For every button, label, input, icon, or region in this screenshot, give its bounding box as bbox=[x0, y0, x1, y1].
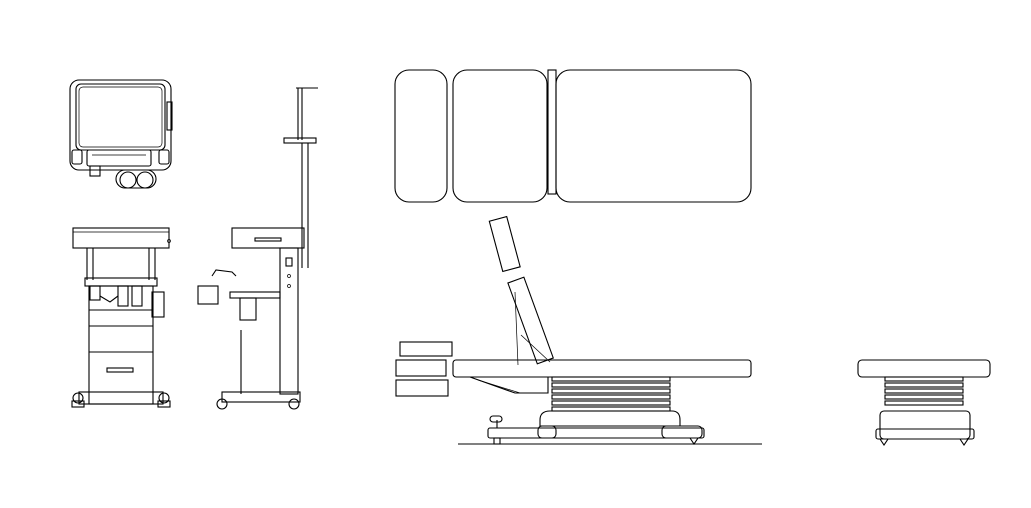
cart-top-view bbox=[69, 79, 173, 189]
cart-side-view bbox=[197, 87, 318, 410]
table-side-bellows bbox=[551, 376, 671, 412]
table-top-view bbox=[394, 69, 752, 203]
table-side-view bbox=[395, 215, 762, 445]
table-end-view bbox=[857, 359, 991, 446]
cart-front-view bbox=[71, 227, 171, 408]
